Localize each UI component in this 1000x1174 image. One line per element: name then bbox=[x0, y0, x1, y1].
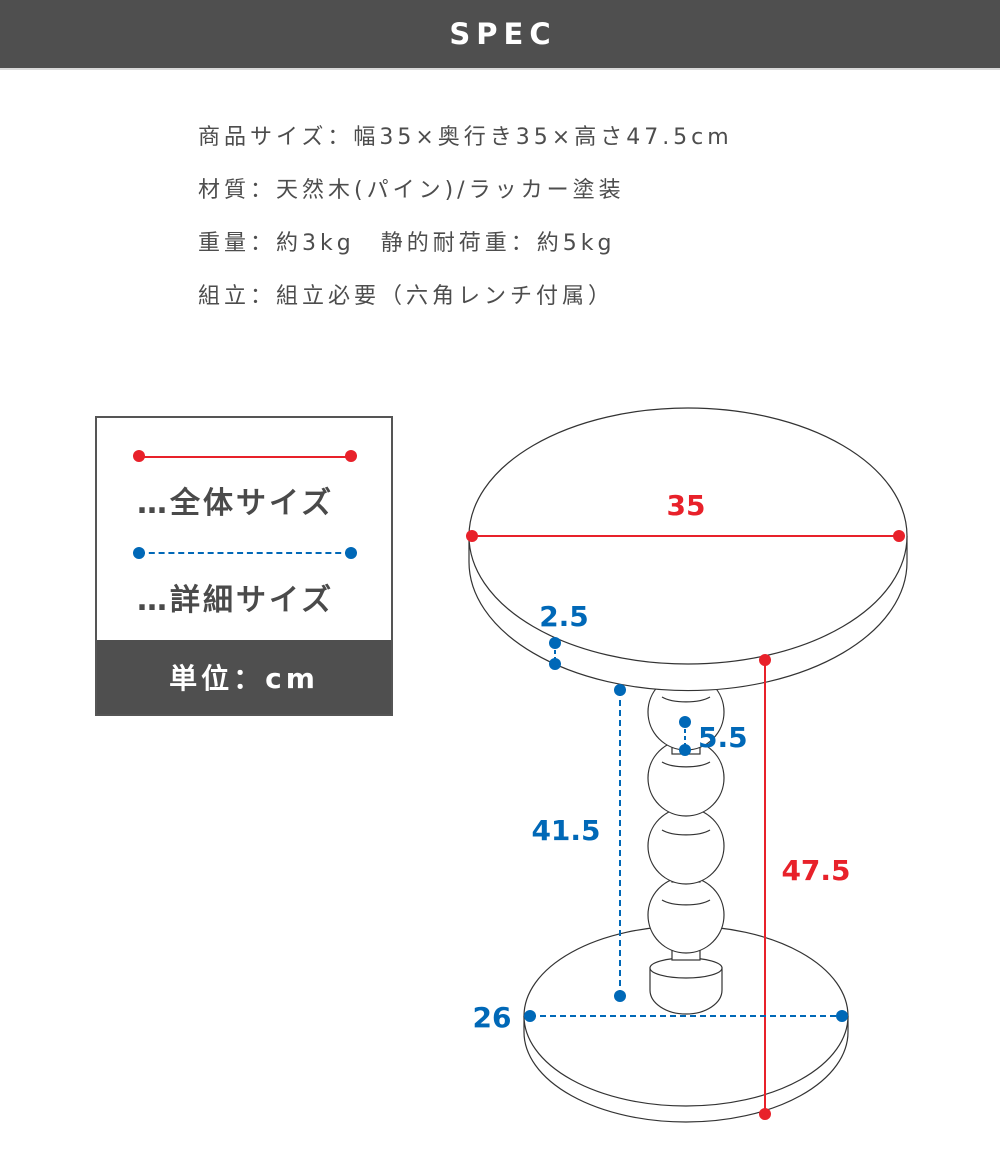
header-bar: SPEC bbox=[0, 0, 1000, 70]
dim-top-thickness-label: 2.5 bbox=[539, 600, 589, 633]
spec-size: 商品サイズ：幅35×奥行き35×高さ47.5cm bbox=[198, 125, 733, 150]
unit-label: 単位：cm bbox=[97, 640, 391, 714]
legend-detail-label: …詳細サイズ bbox=[137, 583, 335, 618]
dim-base-width-label: 26 bbox=[473, 1001, 512, 1034]
dim-total-height-label: 47.5 bbox=[781, 854, 850, 887]
dim-leg-height-label: 41.5 bbox=[531, 814, 600, 847]
header-title: SPEC bbox=[449, 17, 557, 51]
dim-total-height: 47.5 bbox=[759, 654, 851, 1120]
dim-base-width: 26 bbox=[473, 1001, 848, 1034]
dim-top-thickness: 2.5 bbox=[539, 600, 589, 670]
spec-material: 材質：天然木(パイン)/ラッカー塗装 bbox=[198, 178, 625, 203]
dim-top-width: 35 bbox=[466, 489, 905, 542]
spec-assembly: 組立：組立必要（六角レンチ付属） bbox=[198, 284, 615, 309]
dim-ball-height: 5.5 bbox=[679, 716, 748, 756]
legend-box: …全体サイズ …詳細サイズ 単位：cm bbox=[95, 416, 393, 716]
detail-size-line-icon bbox=[133, 547, 357, 559]
spec-list: 商品サイズ：幅35×奥行き35×高さ47.5cm 材質：天然木(パイン)/ラッカ… bbox=[198, 118, 733, 330]
spec-weight: 重量：約3kg 静的耐荷重：約5kg bbox=[198, 231, 616, 256]
legend-overall-label: …全体サイズ bbox=[137, 486, 335, 521]
dim-top-width-label: 35 bbox=[667, 489, 706, 522]
dim-leg-height: 41.5 bbox=[531, 684, 626, 1002]
dim-ball-height-label: 5.5 bbox=[698, 721, 748, 754]
overall-size-line-icon bbox=[133, 450, 357, 462]
